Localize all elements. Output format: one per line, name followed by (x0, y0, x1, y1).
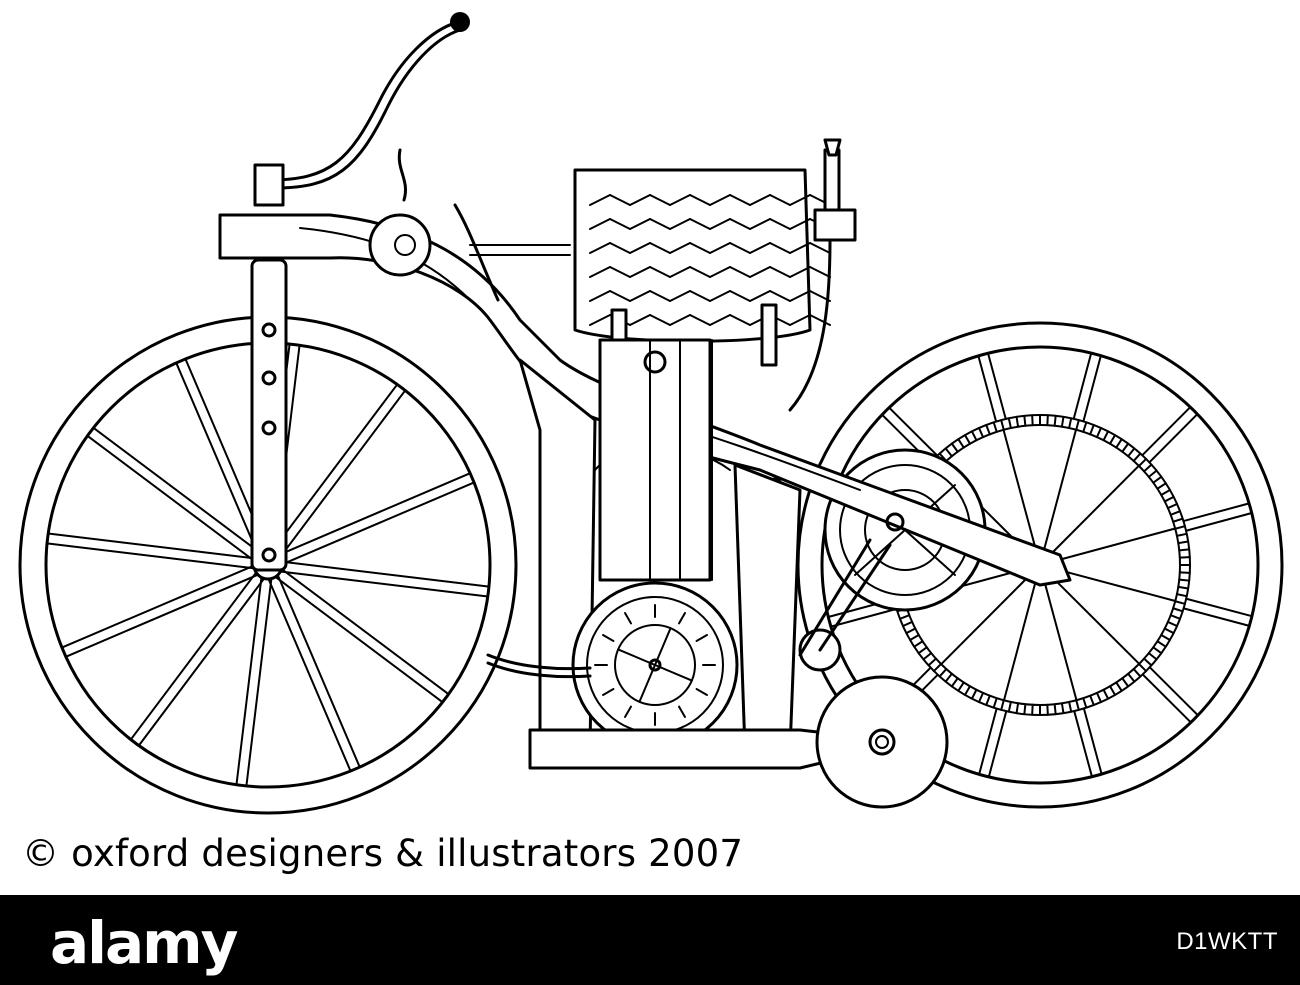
fuel-tank (573, 168, 831, 367)
handlebar (253, 12, 470, 207)
illustration-canvas (18, 12, 1284, 815)
motorcycle-illustration (18, 12, 1284, 815)
alamy-wordmark: alamy (50, 909, 240, 977)
alamy-logo: alamy (50, 909, 260, 979)
crankcase (486, 581, 739, 749)
belt-tension-wheel (368, 148, 571, 302)
image-id-label: D1WKTT (1176, 928, 1278, 955)
brand-text: alamy (50, 909, 238, 977)
outrigger-wheel (798, 538, 949, 809)
front-wheel (18, 315, 518, 815)
front-fork (250, 258, 288, 572)
frame (218, 213, 1072, 752)
valve-assembly (788, 138, 857, 412)
footer-bar: alamy D1WKTT (0, 895, 1300, 985)
engine-cylinder (598, 338, 713, 582)
copyright-text: © oxford designers & illustrators 2007 (22, 832, 744, 875)
